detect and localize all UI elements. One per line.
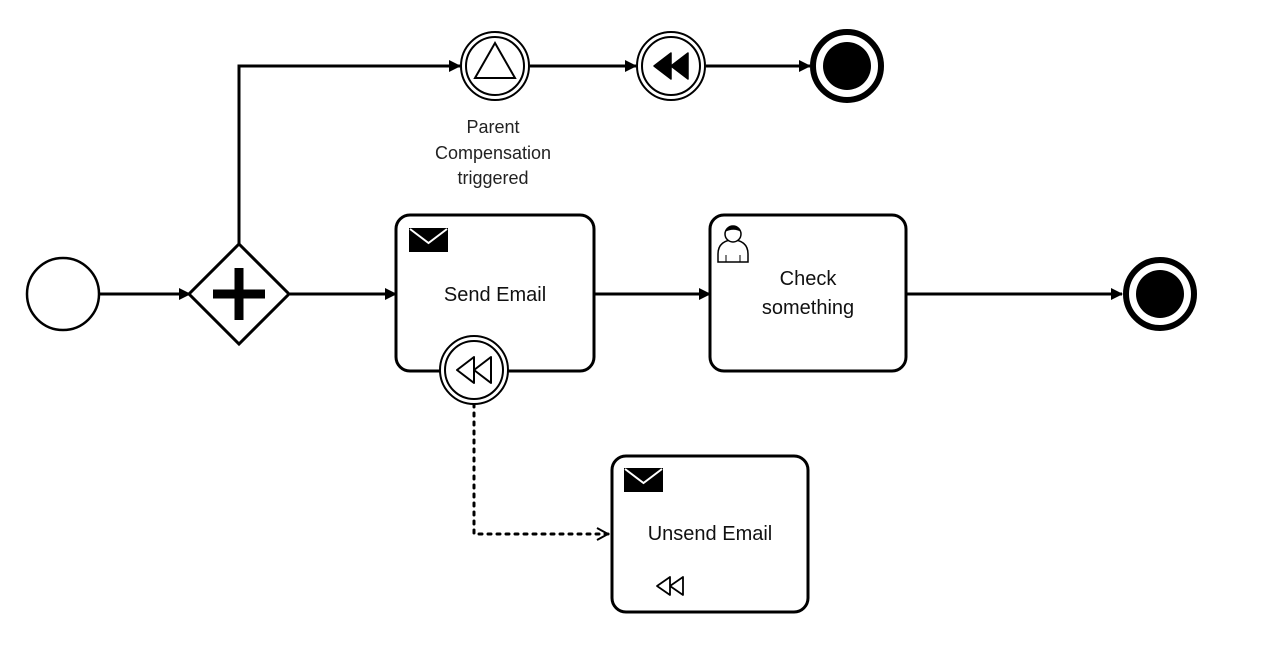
envelope-filled-icon: [409, 228, 448, 252]
check-something-label-line1: Check: [780, 268, 838, 290]
task-check-something[interactable]: Check something: [708, 213, 908, 373]
flow-gateway-to-signal[interactable]: [237, 60, 461, 244]
compensation-throw-event[interactable]: [636, 31, 706, 101]
start-event[interactable]: [25, 256, 101, 332]
parallel-gateway[interactable]: [186, 241, 292, 347]
envelope-filled-icon: [624, 468, 663, 492]
signal-event-label-line2: Compensation: [435, 143, 551, 163]
send-email-label: Send Email: [444, 284, 546, 306]
plus-icon: [213, 268, 265, 320]
compensation-marker-icon: [656, 576, 684, 596]
end-event-top[interactable]: [810, 29, 884, 103]
user-icon: [717, 225, 749, 263]
unsend-email-label: Unsend Email: [648, 523, 773, 545]
signal-event-label-line3: triggered: [457, 168, 528, 188]
signal-triangle-icon: [473, 40, 517, 79]
boundary-compensation-event[interactable]: [439, 335, 509, 405]
check-something-label-line2: something: [762, 297, 854, 319]
compensation-association[interactable]: [472, 402, 608, 534]
rewind-outline-icon: [456, 356, 492, 384]
signal-intermediate-event[interactable]: [460, 31, 530, 101]
task-unsend-email[interactable]: Unsend Email: [610, 454, 810, 614]
end-event-main[interactable]: [1123, 257, 1197, 331]
rewind-filled-icon: [653, 52, 689, 80]
signal-event-label-line1: Parent: [466, 117, 519, 137]
task-send-email[interactable]: Send Email: [394, 213, 596, 373]
